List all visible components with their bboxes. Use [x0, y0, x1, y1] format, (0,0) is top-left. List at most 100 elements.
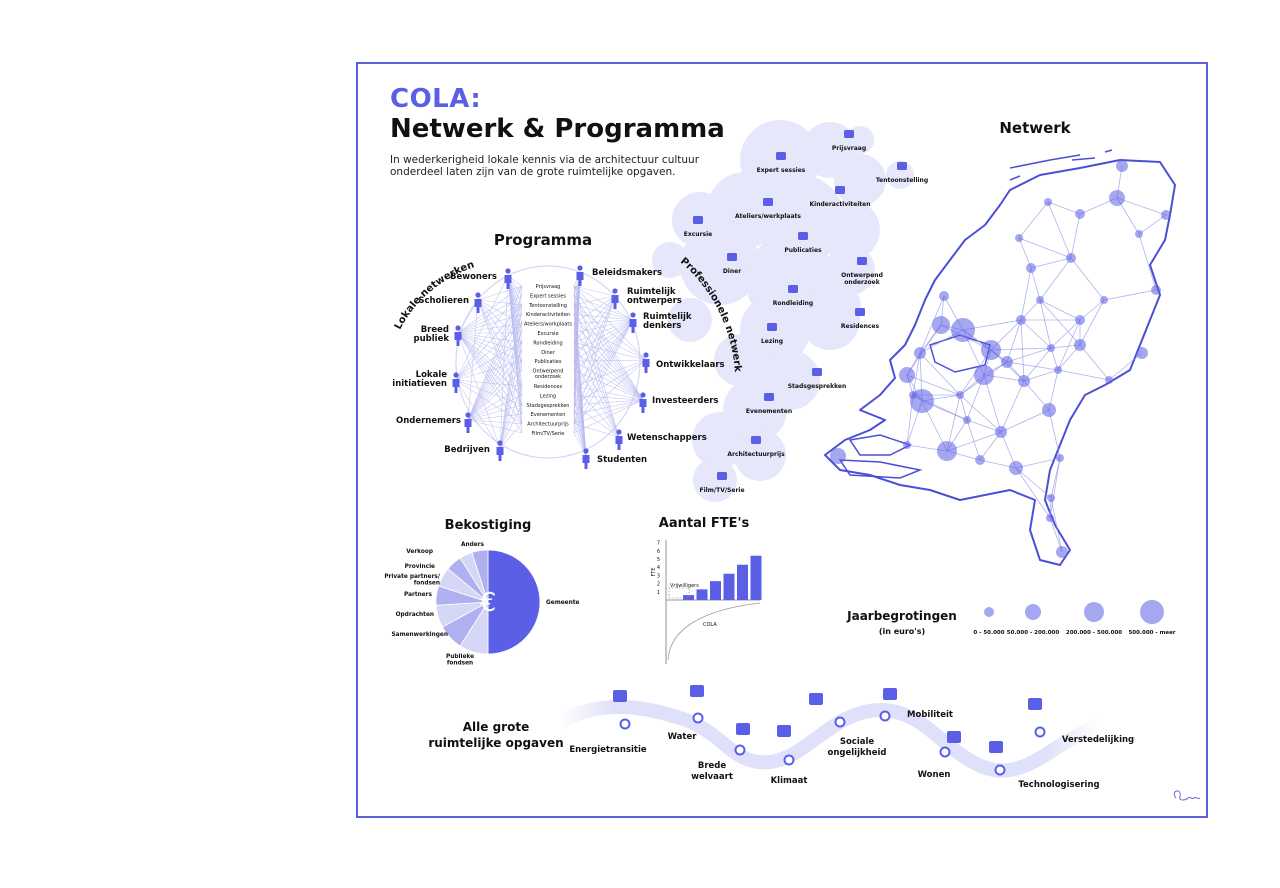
- connection-line: [467, 419, 523, 434]
- activity-label: Film/TV/Serie: [532, 431, 565, 437]
- map-link: [1050, 319, 1081, 349]
- map-link: [919, 352, 961, 396]
- map-link: [919, 295, 945, 354]
- connection-line: [573, 404, 587, 457]
- person-icon-head: [497, 440, 503, 446]
- fte-heading: Aantal FTE's: [659, 516, 750, 531]
- person-icon-body: [504, 275, 512, 289]
- connection-line: [573, 323, 644, 401]
- map-node: [1056, 454, 1064, 462]
- map-link: [1030, 257, 1072, 269]
- connection-line: [573, 319, 634, 396]
- map-link: [1050, 497, 1063, 553]
- opgaven-heading-line1: Alle grote: [463, 720, 529, 734]
- connection-line: [573, 295, 644, 401]
- connection-line: [457, 285, 523, 334]
- activity-icon: [855, 308, 865, 316]
- map-node: [910, 389, 934, 413]
- actor-label-professional: Studenten: [597, 455, 647, 465]
- person-icon-body: [474, 299, 482, 313]
- activity-icon: [798, 232, 808, 240]
- fte-bar: [696, 589, 708, 600]
- map-link: [1108, 352, 1143, 381]
- activity-cloud: [652, 120, 914, 502]
- connection-line: [499, 342, 523, 449]
- map-link: [1057, 319, 1081, 371]
- person-icon: [582, 448, 590, 469]
- map-link: [990, 347, 1052, 351]
- map-node: [1109, 190, 1125, 206]
- map-link: [966, 419, 1002, 433]
- fte-tick-label: 1: [657, 590, 660, 596]
- connection-line: [573, 360, 644, 401]
- map-link: [1057, 369, 1110, 381]
- connection-line: [573, 304, 634, 321]
- connection-line: [573, 323, 620, 438]
- programma-connections: [455, 272, 647, 457]
- person-icon-head: [577, 265, 583, 271]
- actor-label-professional: Investeerders: [652, 396, 718, 406]
- activity-label: Rondleiding: [533, 340, 562, 346]
- person-icon-head: [475, 292, 481, 298]
- cloud-activity-label: Architectuurprijs: [727, 451, 785, 458]
- map-link: [959, 394, 968, 421]
- person-icon: [496, 440, 504, 461]
- map-node: [975, 455, 985, 465]
- connection-line: [573, 359, 647, 362]
- map-link: [1138, 233, 1157, 291]
- map-link: [1023, 347, 1052, 382]
- map-link: [1020, 319, 1052, 349]
- connection-line: [573, 295, 616, 343]
- map-link: [1015, 467, 1052, 499]
- fte-annotation-cola: COLA: [703, 622, 717, 628]
- fte-tick-label: 5: [657, 557, 660, 563]
- connection-line: [573, 342, 647, 361]
- map-node: [1136, 347, 1148, 359]
- map-node: [1074, 339, 1086, 351]
- connection-line: [467, 370, 523, 421]
- connection-line: [573, 285, 616, 297]
- map-link: [1030, 267, 1041, 301]
- fte-bar: [683, 595, 694, 600]
- map-link: [1039, 299, 1081, 321]
- opgave-icon: [736, 723, 750, 735]
- map-link: [1039, 299, 1081, 346]
- person-icon-body: [629, 319, 637, 333]
- map-link: [1138, 214, 1167, 235]
- connection-line: [573, 399, 644, 434]
- pie-label: Verkoop: [406, 549, 433, 555]
- connection-line: [457, 332, 523, 343]
- person-icon: [576, 265, 584, 286]
- activity-icon: [776, 152, 786, 160]
- legend-circle: [984, 607, 994, 617]
- map-link: [1049, 457, 1061, 519]
- person-icon: [474, 292, 482, 313]
- connection-line: [499, 304, 523, 449]
- connection-line: [499, 361, 523, 449]
- cloud-activity-label: Diner: [723, 268, 741, 275]
- connection-line: [573, 295, 616, 306]
- person-icon: [615, 429, 623, 450]
- connection-line: [477, 299, 523, 324]
- opgave-node: [783, 754, 795, 766]
- map-node: [1009, 461, 1023, 475]
- activity-icon: [764, 393, 774, 401]
- map-link: [1039, 257, 1072, 301]
- connection-line: [573, 313, 634, 321]
- person-icon-head: [616, 429, 622, 435]
- legend-circle: [1140, 600, 1164, 624]
- map-node: [1075, 315, 1085, 325]
- opgave-label: Technologisering: [1018, 780, 1099, 790]
- connection-line: [573, 332, 644, 401]
- map-link: [1006, 347, 1052, 363]
- pie-label: Partners: [404, 592, 433, 598]
- person-icon-head: [465, 412, 471, 418]
